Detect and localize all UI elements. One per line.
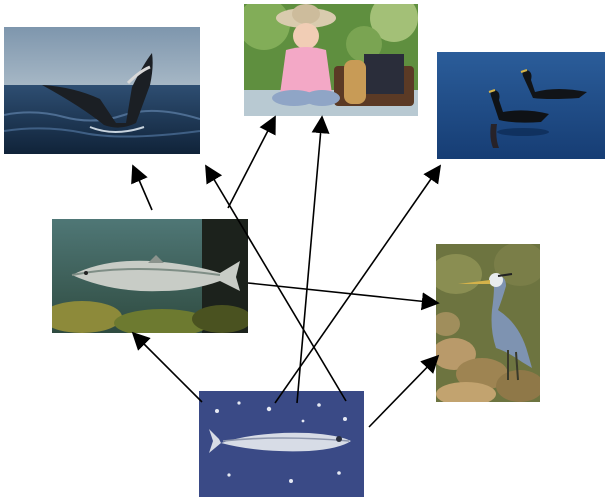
arrow-salmon-to-heron bbox=[247, 282, 440, 311]
arrow-herring-to-cormorants bbox=[274, 164, 442, 404]
cormorants-photo bbox=[437, 52, 605, 159]
salmon-photo bbox=[52, 219, 248, 333]
arrow-herring-to-girl bbox=[296, 115, 330, 404]
arrow-salmon-to-girl bbox=[227, 115, 276, 209]
arrow-herring-to-salmon bbox=[131, 331, 203, 403]
arrow-herring-to-heron bbox=[368, 354, 440, 428]
heron-photo bbox=[436, 244, 540, 402]
girl-picnic-photo bbox=[244, 4, 418, 116]
arrow-salmon-to-whale bbox=[131, 164, 153, 211]
herring-photo bbox=[199, 391, 364, 497]
whale-tail-photo bbox=[4, 27, 200, 154]
